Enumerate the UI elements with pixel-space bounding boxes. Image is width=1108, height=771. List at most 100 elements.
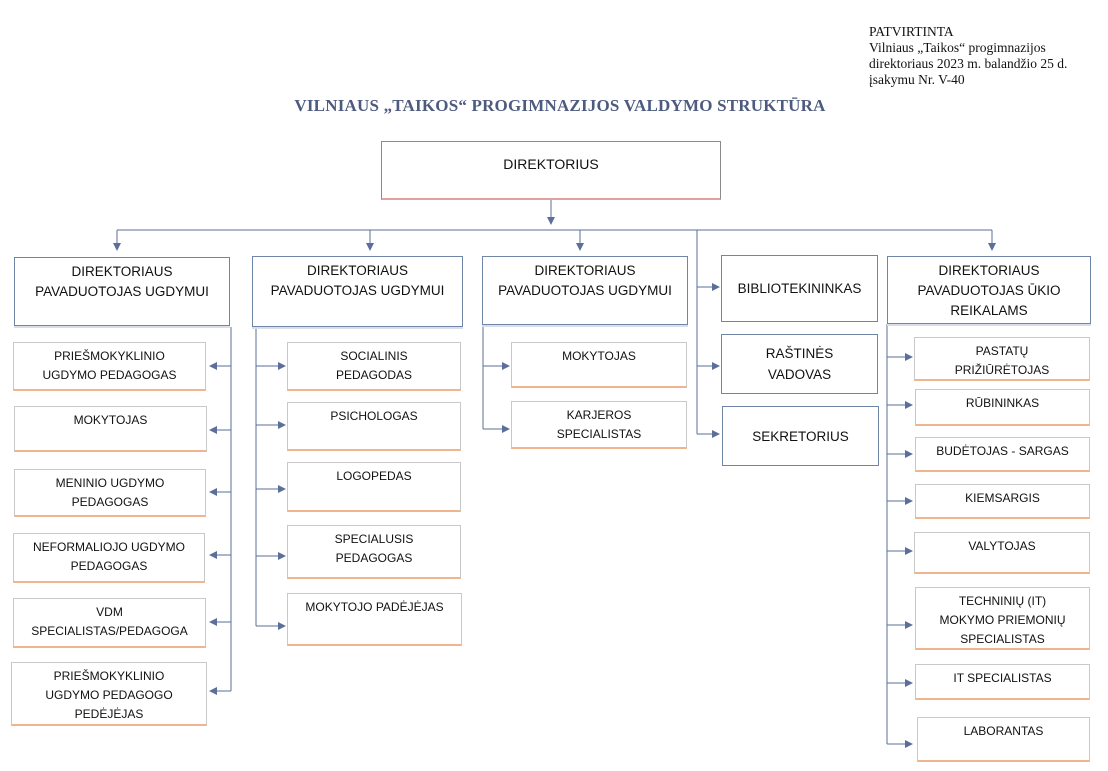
subordinate-right-6-line: TECHNINIŲ (IT)	[958, 594, 1047, 608]
deputy-box-1-text: DIREKTORIAUS PAVADUOTOJAS UGDYMUI	[35, 262, 209, 302]
deputy-box-4-line: DIREKTORIAUS	[938, 263, 1040, 278]
office-box-3-line: SEKRETORIUS	[752, 428, 849, 444]
subordinate-mid-1-text: SOCIALINIS PEDAGODAS	[336, 347, 412, 385]
subordinate-mid-3: LOGOPEDAS	[287, 462, 461, 512]
subordinate-left-4-line: NEFORMALIOJO UGDYMO	[32, 540, 185, 554]
subordinate-center-2-line: KARJEROS	[566, 408, 632, 422]
deputy-box-3: DIREKTORIAUS PAVADUOTOJAS UGDYMUI	[482, 256, 688, 325]
office-box-2-line: RAŠTINĖS	[765, 346, 834, 361]
deputy-box-3-line: DIREKTORIAUS	[534, 263, 636, 278]
office-box-2-text: RAŠTINĖS VADOVAS	[766, 343, 834, 385]
subordinate-left-2-text: MOKYTOJAS	[74, 411, 148, 430]
approval-line-2: Vilniaus „Taikos“ progimnazijos	[869, 40, 1046, 55]
subordinate-mid-1-line: SOCIALINIS	[340, 349, 408, 363]
subordinate-mid-3-text: LOGOPEDAS	[336, 467, 411, 486]
office-box-3-text: SEKRETORIUS	[752, 426, 849, 447]
office-box-1: BIBLIOTEKININKAS	[721, 255, 878, 322]
subordinate-left-4: NEFORMALIOJO UGDYMO PEDAGOGAS	[13, 533, 205, 583]
approval-line-1: PATVIRTINTA	[869, 24, 954, 39]
subordinate-right-8-text: LABORANTAS	[964, 722, 1044, 741]
subordinate-right-2-text: RŪBININKAS	[966, 394, 1039, 413]
subordinate-mid-4-line: SPECIALUSIS	[334, 532, 414, 546]
subordinate-right-4: KIEMSARGIS	[915, 484, 1090, 519]
subordinate-center-2-text: KARJEROS SPECIALISTAS	[557, 406, 641, 444]
subordinate-right-4-text: KIEMSARGIS	[965, 489, 1040, 508]
director-box: DIREKTORIUS	[381, 141, 721, 200]
subordinate-left-5-line: VDM	[96, 605, 123, 619]
subordinate-center-1-line: MOKYTOJAS	[562, 349, 636, 363]
approval-note: PATVIRTINTA Vilniaus „Taikos“ progimnazi…	[869, 24, 1067, 88]
subordinate-mid-5-line: MOKYTOJO PADĖJĖJAS	[305, 600, 444, 614]
subordinate-mid-5-text: MOKYTOJO PADĖJĖJAS	[305, 598, 443, 617]
subordinate-mid-2: PSICHOLOGAS	[287, 402, 461, 451]
subordinate-mid-2-line: PSICHOLOGAS	[330, 409, 418, 423]
subordinate-right-2-line: RŪBININKAS	[965, 396, 1040, 410]
subordinate-mid-1-line: PEDAGODAS	[335, 368, 413, 382]
subordinate-right-1-line: PRIŽIŪRĖTOJAS	[954, 363, 1050, 377]
subordinate-right-7-line: IT SPECIALISTAS	[953, 671, 1052, 685]
subordinate-left-5-text: VDM SPECIALISTAS/PEDAGOGA	[31, 603, 188, 641]
deputy-box-2-text: DIREKTORIAUS PAVADUOTOJAS UGDYMUI	[271, 261, 445, 301]
subordinate-left-4-line: PEDAGOGAS	[70, 559, 148, 573]
subordinate-center-1-text: MOKYTOJAS	[562, 347, 636, 366]
subordinate-right-6-text: TECHNINIŲ (IT) MOKYMO PRIEMONIŲ SPECIALIST…	[939, 592, 1065, 649]
approval-line-3: direktoriaus 2023 m. balandžio 25 d.	[869, 56, 1068, 71]
subordinate-right-7: IT SPECIALISTAS	[915, 664, 1090, 700]
subordinate-left-4-text: NEFORMALIOJO UGDYMO PEDAGOGAS	[33, 538, 185, 576]
deputy-box-2-line: PAVADUOTOJAS UGDYMUI	[270, 283, 445, 298]
subordinate-mid-5: MOKYTOJO PADĖJĖJAS	[287, 593, 462, 646]
subordinate-right-5-text: VALYTOJAS	[968, 537, 1035, 556]
page-title: VILNIAUS „TAIKOS“ PROGIMNAZIJOS VALDYMO …	[294, 96, 826, 115]
office-box-1-line: BIBLIOTEKININKAS	[737, 281, 862, 296]
subordinate-left-6-line: PRIEŠMOKYKLINIO	[53, 669, 165, 683]
office-box-3: SEKRETORIUS	[722, 406, 879, 466]
subordinate-right-6-line: MOKYMO PRIEMONIŲ	[939, 613, 1066, 627]
approval-line-4: įsakymu Nr. V-40	[869, 72, 965, 87]
subordinate-right-8-line: LABORANTAS	[963, 724, 1044, 738]
subordinate-right-8: LABORANTAS	[917, 717, 1090, 762]
office-box-2-line: VADOVAS	[767, 367, 832, 382]
office-box-1-text: BIBLIOTEKININKAS	[738, 278, 862, 299]
deputy-box-1: DIREKTORIAUS PAVADUOTOJAS UGDYMUI	[14, 257, 230, 326]
deputy-box-1-line: PAVADUOTOJAS UGDYMUI	[35, 284, 209, 299]
subordinate-mid-4-line: PEDAGOGAS	[335, 551, 413, 565]
subordinate-left-6-text: PRIEŠMOKYKLINIO UGDYMO PEDAGOGO PEDĖJĖJAS	[45, 667, 172, 724]
subordinate-left-5: VDM SPECIALISTAS/PEDAGOGA	[13, 598, 206, 648]
subordinate-mid-2-text: PSICHOLOGAS	[330, 407, 417, 426]
deputy-box-2-line: DIREKTORIAUS	[306, 263, 409, 278]
subordinate-left-3-line: PEDAGOGAS	[71, 495, 149, 509]
deputy-box-1-line: DIREKTORIAUS	[71, 264, 173, 279]
deputy-box-3-line: PAVADUOTOJAS UGDYMUI	[498, 283, 672, 298]
subordinate-mid-3-line: LOGOPEDAS	[336, 469, 412, 483]
subordinate-right-3: BUDĖTOJAS - SARGAS	[915, 437, 1090, 472]
subordinate-left-2-line: MOKYTOJAS	[73, 413, 148, 427]
subordinate-right-6: TECHNINIŲ (IT) MOKYMO PRIEMONIŲ SPECIALIST…	[915, 587, 1090, 650]
subordinate-right-5-line: VALYTOJAS	[968, 539, 1036, 553]
subordinate-right-3-line: BUDĖTOJAS - SARGAS	[936, 444, 1069, 458]
subordinate-left-5-line: SPECIALISTAS/PEDAGOGA	[31, 624, 188, 638]
subordinate-right-6-line: SPECIALISTAS	[960, 632, 1045, 646]
deputy-box-4-line: REIKALAMS	[950, 303, 1028, 318]
director-label: DIREKTORIUS	[503, 156, 599, 172]
subordinate-right-7-text: IT SPECIALISTAS	[953, 669, 1051, 688]
deputy-box-3-text: DIREKTORIAUS PAVADUOTOJAS UGDYMUI	[498, 261, 672, 301]
subordinate-mid-1: SOCIALINIS PEDAGODAS	[287, 342, 461, 391]
subordinate-mid-4-text: SPECIALUSIS PEDAGOGAS	[335, 530, 414, 568]
subordinate-left-2: MOKYTOJAS	[14, 406, 207, 452]
subordinate-center-2-line: SPECIALISTAS	[556, 427, 642, 441]
subordinate-center-1: MOKYTOJAS	[511, 342, 687, 388]
subordinate-left-6-line: PEDĖJĖJAS	[74, 707, 144, 721]
subordinate-left-6-line: UGDYMO PEDAGOGO	[45, 688, 173, 702]
subordinate-center-2: KARJEROS SPECIALISTAS	[511, 401, 687, 449]
subordinate-right-4-line: KIEMSARGIS	[965, 491, 1040, 505]
deputy-box-2: DIREKTORIAUS PAVADUOTOJAS UGDYMUI	[252, 256, 463, 327]
